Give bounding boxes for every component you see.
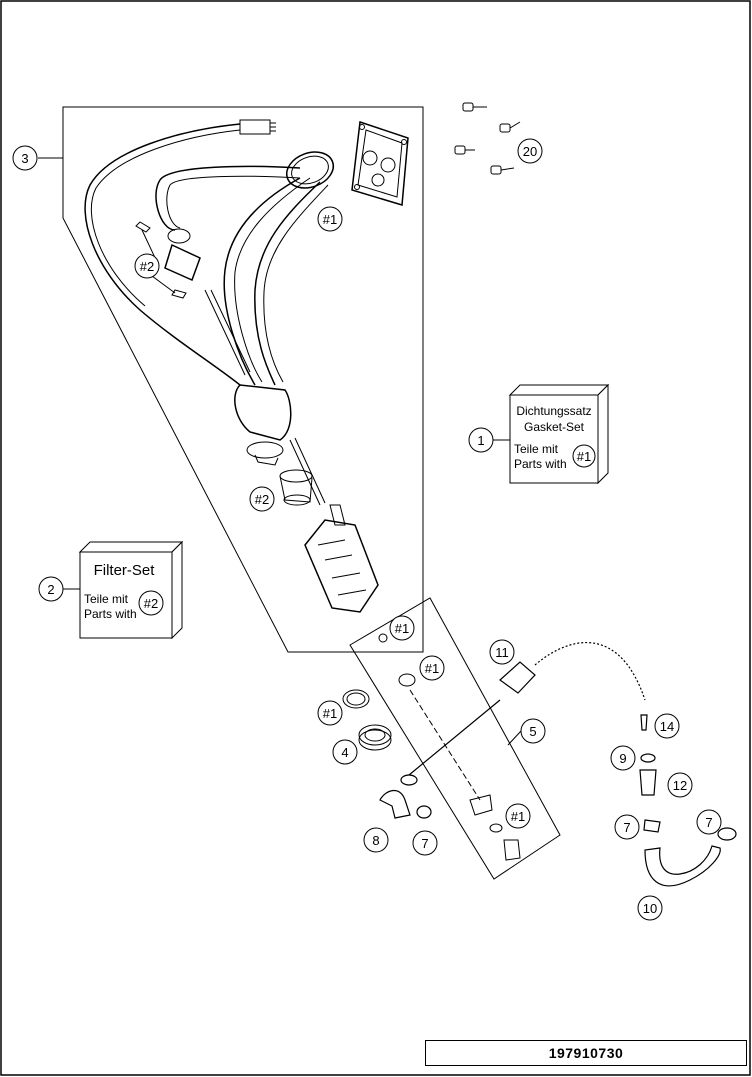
filter-set-box: [78, 540, 184, 640]
gasket-set-parts-en: Parts with: [514, 457, 567, 471]
callout-4: [332, 739, 358, 765]
hose-8: [379, 699, 501, 819]
bolt: [454, 145, 475, 155]
gasket-set-parts-de: Teile mit: [514, 442, 559, 456]
callout-ref2-b: [249, 486, 275, 512]
callout-5-label: 5: [529, 724, 536, 739]
leader-lines: [38, 157, 522, 746]
callout-7-right: [696, 809, 722, 835]
callout-ref1-e-label: #1: [323, 706, 337, 721]
callout-ref1-d: [419, 655, 445, 681]
callout-8: [363, 827, 389, 853]
callout-10-label: 10: [643, 901, 657, 916]
callout-ref1-a-label: #1: [323, 212, 337, 227]
callout-3-label: 3: [21, 151, 28, 166]
filter-set-parts-en: Parts with: [84, 607, 137, 621]
small-parts-right: [639, 714, 737, 887]
callout-2-label: 2: [47, 582, 54, 597]
callout-7-mid: [614, 814, 640, 840]
bolt: [490, 165, 515, 175]
callout-ref1-c: [389, 615, 415, 641]
callout-20: [517, 138, 543, 164]
fuel-pump-assembly: [84, 119, 409, 613]
callout-7-right-label: 7: [705, 815, 712, 830]
callout-ref2-a: [134, 253, 160, 279]
gasket-set-title-en: Gasket-Set: [524, 420, 585, 434]
callout-14: [654, 713, 680, 739]
callout-7-left-label: 7: [421, 836, 428, 851]
callout-1: [468, 427, 494, 453]
callout-ref1-d-label: #1: [425, 661, 439, 676]
callout-20-label: 20: [523, 144, 537, 159]
assembly-outline-3: [62, 106, 424, 653]
callout-11-label: 11: [495, 645, 509, 660]
callout-ref2-b-label: #2: [255, 492, 269, 507]
drawing-number-box: 197910730: [425, 1040, 747, 1066]
callout-ref1-a: [317, 206, 343, 232]
callouts: [12, 138, 722, 921]
callout-14-label: 14: [660, 719, 674, 734]
callout-9: [610, 745, 636, 771]
filter-set-parts-de: Teile mit: [84, 592, 129, 606]
seal-4: [342, 689, 392, 751]
callout-7-mid-label: 7: [623, 820, 630, 835]
gasket-set-box: [508, 383, 610, 485]
drawing-number: 197910730: [548, 1045, 624, 1061]
fitting-5-parts: [378, 633, 521, 861]
bolt: [462, 102, 487, 112]
callout-ref1-f: [505, 803, 531, 829]
filter-set-title: Filter-Set: [94, 562, 156, 579]
callout-ref1-f-label: #1: [511, 809, 525, 824]
callout-12-label: 12: [673, 778, 687, 793]
callout-ref2-a-label: #2: [140, 259, 154, 274]
callout-1-label: 1: [477, 433, 484, 448]
callout-11: [489, 639, 515, 665]
injector-11: [499, 641, 646, 701]
callout-4-label: 4: [341, 745, 348, 760]
callout-labels: 3 20 #1 #2 1 #1 #2 2 #2 #1 11 #1 #1 14 5…: [21, 144, 712, 916]
callout-ref1-c-label: #1: [395, 621, 409, 636]
callout-3: [12, 145, 38, 171]
callout-9-label: 9: [619, 751, 626, 766]
assembly-outline-5: [349, 597, 561, 880]
callout-ref2-c-label: #2: [144, 596, 158, 611]
gasket-set-title-de: Dichtungssatz: [516, 404, 591, 418]
callout-12: [667, 772, 693, 798]
bolts-20: [454, 102, 521, 175]
callout-2: [38, 576, 64, 602]
callout-ref1-e: [317, 700, 343, 726]
callout-5: [520, 718, 546, 744]
callout-7-left: [412, 830, 438, 856]
bolt: [499, 121, 521, 133]
callout-ref1-b-label: #1: [577, 449, 591, 464]
callout-10: [637, 895, 663, 921]
callout-ref1-b: [572, 444, 596, 468]
callout-ref2-c: [138, 590, 164, 616]
callout-8-label: 8: [372, 833, 379, 848]
